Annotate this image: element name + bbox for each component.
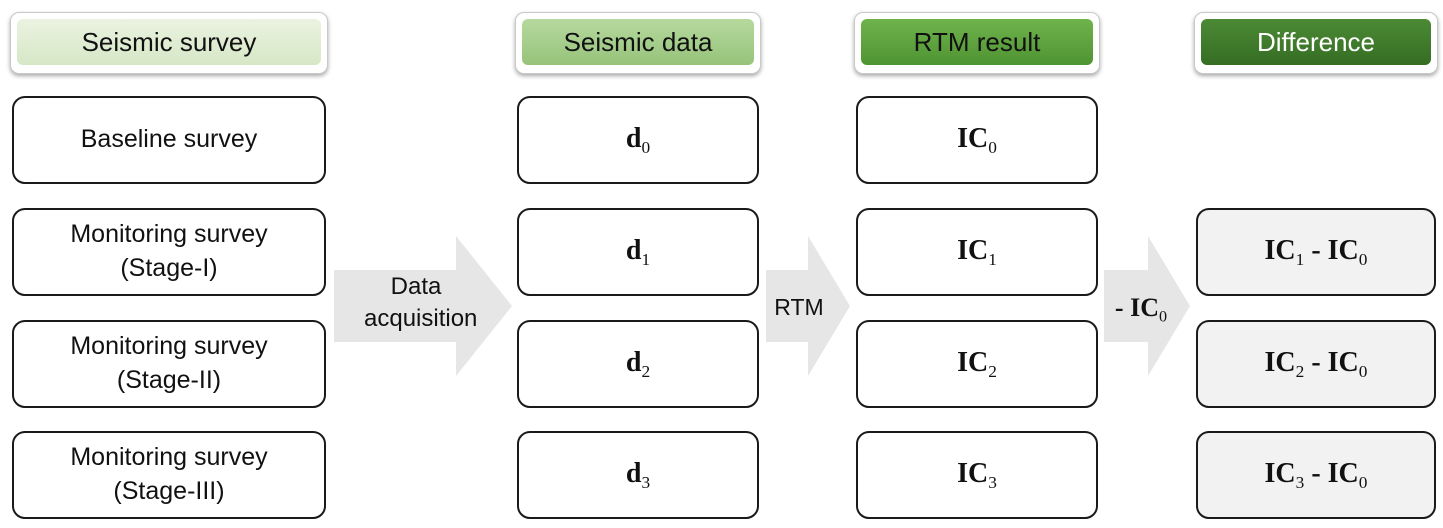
survey-stage-label: (Stage-II) <box>116 366 222 394</box>
header-seismic-survey-label: Seismic survey <box>17 19 321 65</box>
subtract-arrow-label: - IC0 <box>1114 293 1168 326</box>
rtm-symbol: IC2 <box>957 347 997 382</box>
seismic-data-d1-box: d1 <box>517 208 759 296</box>
seismic-data-d0-box: d0 <box>517 96 759 184</box>
header-seismic-survey: Seismic survey <box>10 12 328 74</box>
rtm-symbol: IC3 <box>957 458 997 493</box>
data-symbol: d0 <box>625 123 651 158</box>
header-difference-label: Difference <box>1201 19 1431 65</box>
rtm-result-ic1-box: IC1 <box>856 208 1098 296</box>
data-symbol: d2 <box>625 347 651 382</box>
rtm-result-ic2-box: IC2 <box>856 320 1098 408</box>
header-rtm-result-label: RTM result <box>861 19 1093 65</box>
rtm-result-ic0-box: IC0 <box>856 96 1098 184</box>
subtract-arrow-icon <box>1104 236 1190 376</box>
header-difference: Difference <box>1194 12 1438 74</box>
survey-label: Baseline survey <box>80 125 258 154</box>
seismic-data-d3-box: d3 <box>517 431 759 519</box>
difference-ic1-box: IC1 - IC0 <box>1196 208 1436 296</box>
monitoring-survey-stage-1-box: Monitoring survey (Stage-I) <box>12 208 326 296</box>
rtm-symbol: IC0 <box>957 123 997 158</box>
survey-label: Monitoring survey <box>70 332 268 361</box>
header-rtm-result: RTM result <box>854 12 1100 74</box>
survey-stage-label: (Stage-III) <box>113 477 225 505</box>
survey-label: Monitoring survey <box>70 443 268 472</box>
header-seismic-data: Seismic data <box>515 12 761 74</box>
data-acquisition-arrow-icon <box>334 236 512 376</box>
difference-expression: IC2 - IC0 <box>1264 347 1368 382</box>
rtm-symbol: IC1 <box>957 235 997 270</box>
rtm-result-ic3-box: IC3 <box>856 431 1098 519</box>
data-symbol: d1 <box>625 235 651 270</box>
difference-expression: IC3 - IC0 <box>1264 458 1368 493</box>
difference-ic3-box: IC3 - IC0 <box>1196 431 1436 519</box>
seismic-data-d2-box: d2 <box>517 320 759 408</box>
data-acquisition-label: Data acquisition <box>364 273 478 333</box>
baseline-survey-box: Baseline survey <box>12 96 326 184</box>
difference-ic2-box: IC2 - IC0 <box>1196 320 1436 408</box>
monitoring-survey-stage-3-box: Monitoring survey (Stage-III) <box>12 431 326 519</box>
rtm-arrow-label: RTM <box>774 294 824 320</box>
survey-label: Monitoring survey <box>70 220 268 249</box>
rtm-arrow-icon <box>766 236 850 376</box>
data-symbol: d3 <box>625 458 651 493</box>
header-seismic-data-label: Seismic data <box>522 19 754 65</box>
monitoring-survey-stage-2-box: Monitoring survey (Stage-II) <box>12 320 326 408</box>
survey-stage-label: (Stage-I) <box>120 254 218 282</box>
difference-expression: IC1 - IC0 <box>1264 235 1368 270</box>
